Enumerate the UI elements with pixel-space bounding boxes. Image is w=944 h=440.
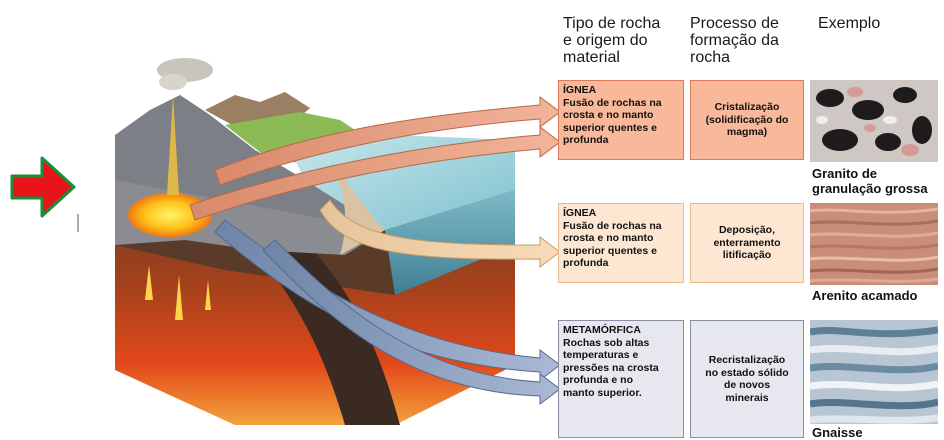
left-edge-mark [77, 214, 79, 232]
header-formation-process: Processo de formação da rocha [690, 15, 779, 66]
caption-gneiss: Gnaisse [812, 425, 863, 440]
caption-granite: Granito de granulação grossa [812, 166, 928, 196]
geology-block-diagram [115, 58, 561, 425]
rock-type-box-igneous: ÍGNEA Fusão de rochas na crosta e no man… [558, 80, 684, 160]
process-box-deposition: Deposição, enterramento litificação [690, 203, 804, 283]
header-example: Exemplo [818, 15, 881, 32]
gneiss-photo [810, 320, 938, 424]
process-box-crystallization: Cristalização (solidificação do magma) [690, 80, 804, 160]
header-rock-type: Tipo de rocha e origem do material [563, 15, 661, 66]
caption-sandstone: Arenito acamado [812, 288, 918, 303]
process-box-recrystallization: Recristalização no estado sólido de novo… [690, 320, 804, 438]
rock-type-box-sedimentary: ÍGNEA Fusão de rochas na crosta e no man… [558, 203, 684, 283]
rock-type-box-metamorphic: METAMÓRFICA Rochas sob altas temperatura… [558, 320, 684, 438]
sandstone-photo [810, 203, 938, 285]
red-right-arrow-icon [10, 156, 76, 218]
granite-photo [810, 80, 938, 162]
